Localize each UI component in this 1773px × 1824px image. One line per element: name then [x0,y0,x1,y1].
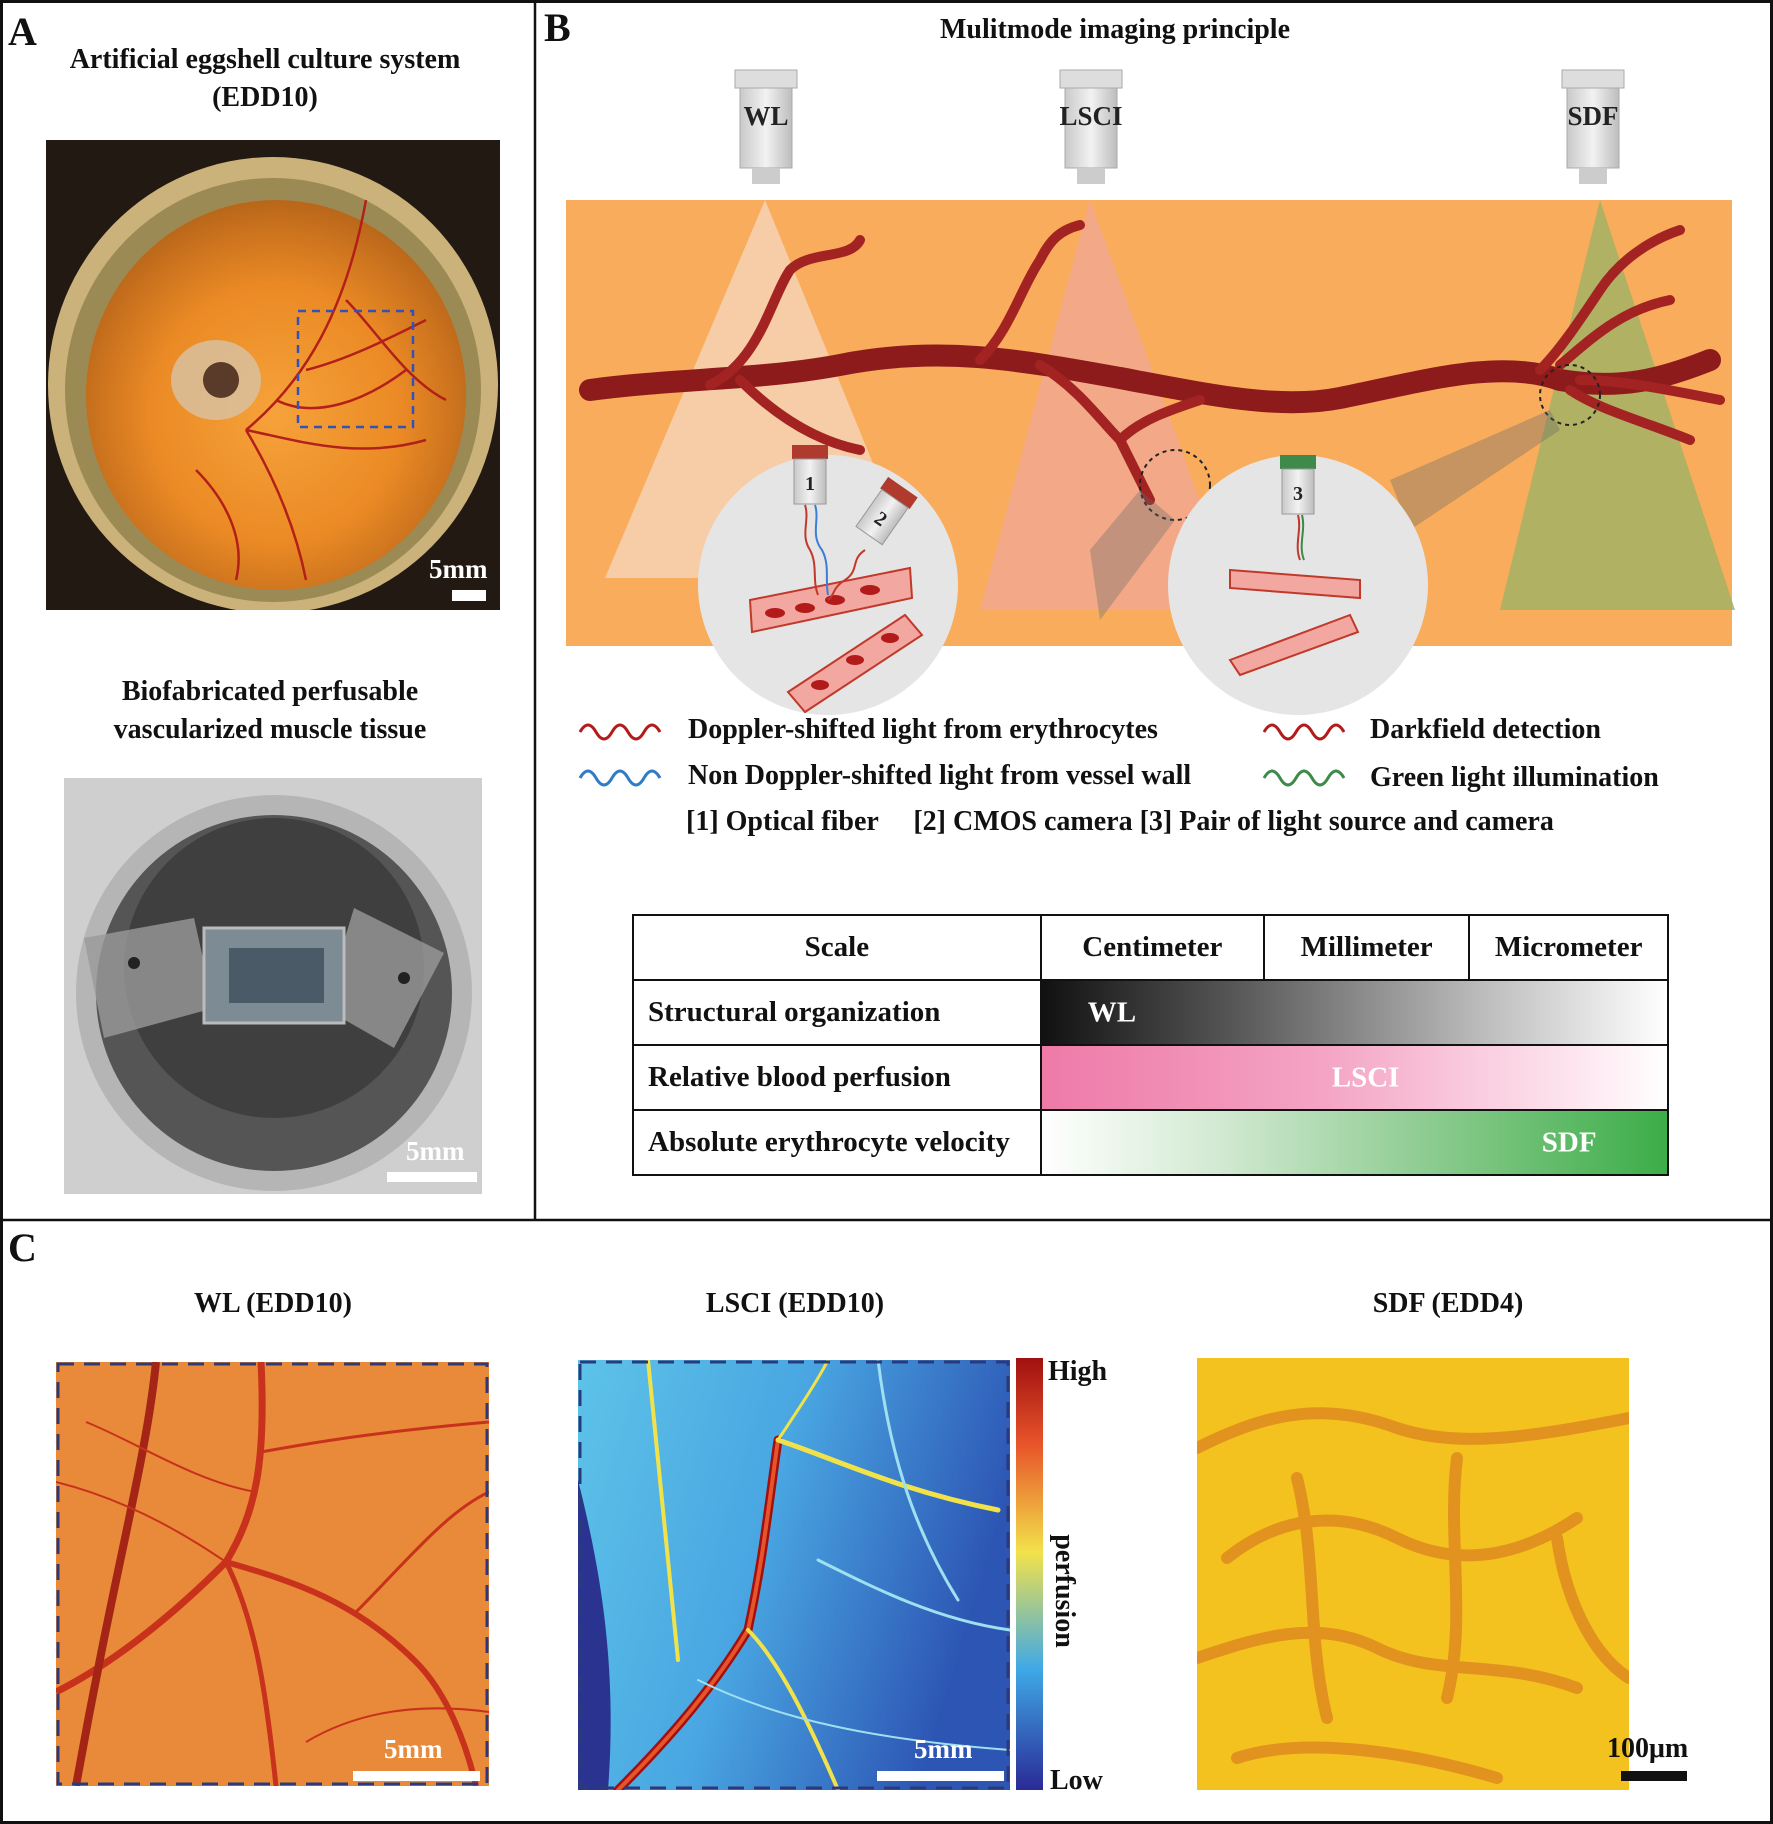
lsci-scale-gradient: LSCI [1041,1045,1668,1110]
lsci-image [578,1360,1010,1790]
lsci-scale-bar [877,1771,1004,1781]
legend-green: Green light illumination [1370,762,1659,794]
lens-3: 3 [1280,455,1316,514]
panel-a-subtitle-line1: Biofabricated perfusable [20,676,520,708]
table-header-scale: Scale [633,915,1041,980]
sdf-scale-gradient: SDF [1041,1110,1668,1175]
sdf-scale-bar [1621,1771,1687,1781]
sdf-image [1197,1358,1629,1790]
lsci-scale-label: LSCI [1332,1061,1400,1094]
panel-b-letter: B [544,4,571,51]
panel-c-letter: C [8,1224,37,1271]
legend-non-doppler: Non Doppler-shifted light from vessel wa… [688,760,1191,792]
svg-text:1: 1 [805,473,815,495]
legend-notes: [1] Optical fiber [2] CMOS camera [3] Pa… [686,806,1554,838]
sdf-image-title: SDF (EDD4) [1263,1288,1633,1320]
colorbar-axis-label: perfusion [1048,1531,1080,1651]
sdf-scale-label: SDF [1542,1126,1597,1159]
colorbar-high-label: High [1048,1356,1107,1388]
wl-scale-label: WL [1088,996,1136,1029]
panel-a-subtitle-line2: vascularized muscle tissue [20,714,520,746]
panel-a-title-line2: (EDD10) [20,82,510,114]
lsci-image-title: LSCI (EDD10) [610,1288,980,1320]
perfusion-colorbar [1016,1358,1043,1790]
scale-table: Scale Centimeter Millimeter Micrometer S… [632,914,1669,1176]
egg-culture-photo [46,140,500,610]
wl-image-title: WL (EDD10) [88,1288,458,1320]
colorbar-low-label: Low [1050,1765,1103,1797]
muscle-tissue-photo [64,778,482,1194]
egg-scale-label: 5mm [429,554,487,585]
lens-1: 1 [792,445,828,504]
wl-scale-gradient: WL [1041,980,1668,1045]
legend-wave-right [1262,712,1362,798]
wl-scale-text: 5mm [384,1734,442,1765]
legend-darkfield: Darkfield detection [1370,714,1601,746]
wl-image [56,1362,489,1786]
lsci-scale-text: 5mm [914,1734,972,1765]
wl-scale-bar [353,1771,480,1781]
imaging-principle-diagram: WL LSCI SDF 1 2 3 [560,60,1740,720]
table-row-label: Relative blood perfusion [633,1045,1041,1110]
sdf-scale-text: 100μm [1607,1733,1688,1765]
table-header-millimeter: Millimeter [1264,915,1469,980]
lsci-lens-label: LSCI [1059,101,1122,131]
egg-scale-bar [452,590,486,601]
wl-lens-label: WL [743,101,788,131]
panel-b-title: Mulitmode imaging principle [850,14,1380,46]
table-row-label: Structural organization [633,980,1041,1045]
muscle-scale-label: 5mm [406,1136,464,1167]
svg-text:3: 3 [1293,483,1303,505]
panel-a-title-line1: Artificial eggshell culture system [20,44,510,76]
table-header-micrometer: Micrometer [1469,915,1668,980]
table-header-centimeter: Centimeter [1041,915,1264,980]
sdf-lens-label: SDF [1567,101,1618,131]
legend-doppler: Doppler-shifted light from erythrocytes [688,714,1158,746]
legend-wave-left [578,712,678,798]
table-row-label: Absolute erythrocyte velocity [633,1110,1041,1175]
muscle-scale-bar [387,1172,477,1182]
